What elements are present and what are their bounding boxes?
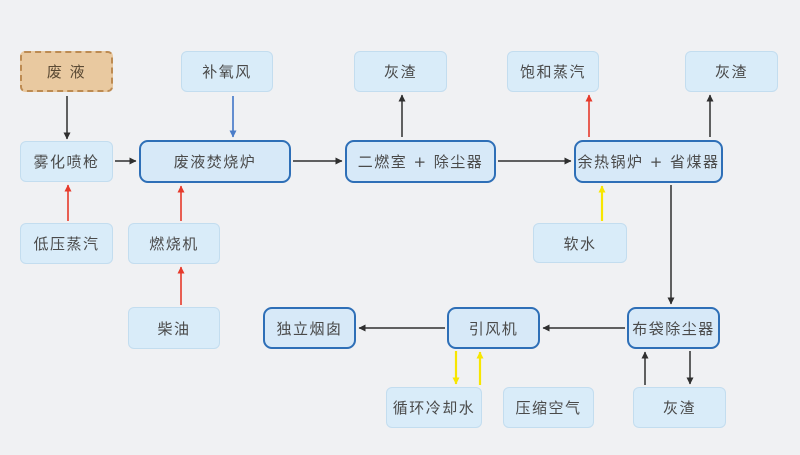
node-compressed-air: 压缩空气: [503, 387, 594, 428]
node-low-pressure-steam: 低压蒸汽: [20, 223, 113, 264]
node-waste-heat-boiler: 余热锅炉 + 省煤器: [574, 140, 723, 183]
node-atomizing-gun: 雾化喷枪: [20, 141, 113, 182]
node-burner: 燃烧机: [128, 223, 220, 264]
node-saturated-steam: 饱和蒸汽: [507, 51, 599, 92]
node-soft-water: 软水: [533, 223, 627, 263]
node-ash-top-right: 灰渣: [685, 51, 778, 92]
node-oxygen-air: 补氧风: [181, 51, 273, 92]
node-secondary-chamber: 二燃室 + 除尘器: [345, 140, 496, 183]
node-ash-top: 灰渣: [354, 51, 447, 92]
node-circulating-water: 循环冷却水: [386, 387, 482, 428]
node-ash-bottom: 灰渣: [633, 387, 726, 428]
node-waste-liquid: 废 液: [20, 51, 113, 92]
node-bag-filter: 布袋除尘器: [627, 307, 720, 349]
node-incinerator: 废液焚烧炉: [139, 140, 291, 183]
node-induced-draft-fan: 引风机: [447, 307, 540, 349]
node-chimney: 独立烟囱: [263, 307, 356, 349]
node-diesel: 柴油: [128, 307, 220, 349]
